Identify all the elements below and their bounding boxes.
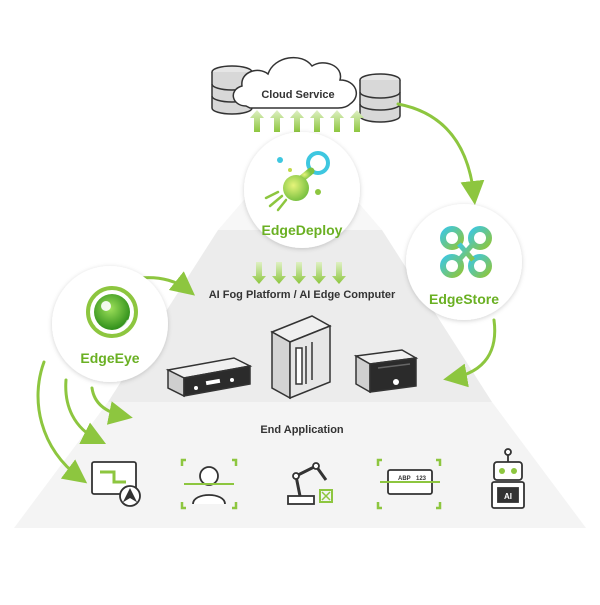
edgestore-label: EdgeStore <box>429 291 499 307</box>
fog-devices <box>165 315 419 400</box>
end-application-label: End Application <box>260 424 344 436</box>
robot-arm-icon <box>287 462 333 505</box>
edgestore-node[interactable]: EdgeStore <box>406 204 522 320</box>
edgeeye-to-end-arrow-3 <box>90 386 133 425</box>
cloud-upload-arrows <box>250 110 364 132</box>
tower-server-icon <box>270 315 332 400</box>
edge-gateway-icon <box>353 349 419 394</box>
cloud-to-edgestore-arrow <box>396 102 485 205</box>
server-stack-icon <box>359 73 401 123</box>
edgeeye-logo-icon <box>86 286 138 338</box>
ai-robot-label: AI <box>504 492 512 501</box>
edgeeye-to-end-arrow-1 <box>36 360 88 484</box>
fog-platform-label: AI Fog Platform / AI Edge Computer <box>209 289 396 301</box>
edgeeye-label: EdgeEye <box>80 350 139 366</box>
face-recognition-icon <box>180 458 238 510</box>
cloud-icon <box>232 56 358 109</box>
edgestore-to-gateway-arrow <box>443 318 497 388</box>
license-plate-text: ABP <box>398 476 411 482</box>
fog-download-arrows <box>252 262 346 284</box>
ai-robot-icon <box>491 448 525 509</box>
license-plate-number: 123 <box>416 476 427 482</box>
cloud-service-label: Cloud Service <box>261 89 334 101</box>
edge-box-icon <box>165 357 253 398</box>
cloud-service: Cloud Service <box>211 56 401 132</box>
edgedeploy-label: EdgeDeploy <box>262 222 343 238</box>
end-applications: ABP 123 AI <box>91 448 525 510</box>
edgedeploy-node[interactable]: EdgeDeploy <box>244 132 360 248</box>
edgeeye-node[interactable]: EdgeEye <box>52 266 168 382</box>
edgeeye-to-end-arrow-2 <box>64 378 107 445</box>
edgeeye-to-fog-arrow <box>138 271 196 296</box>
flow-arrows <box>36 102 497 484</box>
pyramid-end-layer <box>14 402 586 528</box>
license-plate-icon <box>376 458 442 510</box>
edgedeploy-logo-icon <box>264 151 330 212</box>
map-navigation-icon <box>91 461 141 507</box>
edgestore-logo-icon <box>440 226 492 278</box>
